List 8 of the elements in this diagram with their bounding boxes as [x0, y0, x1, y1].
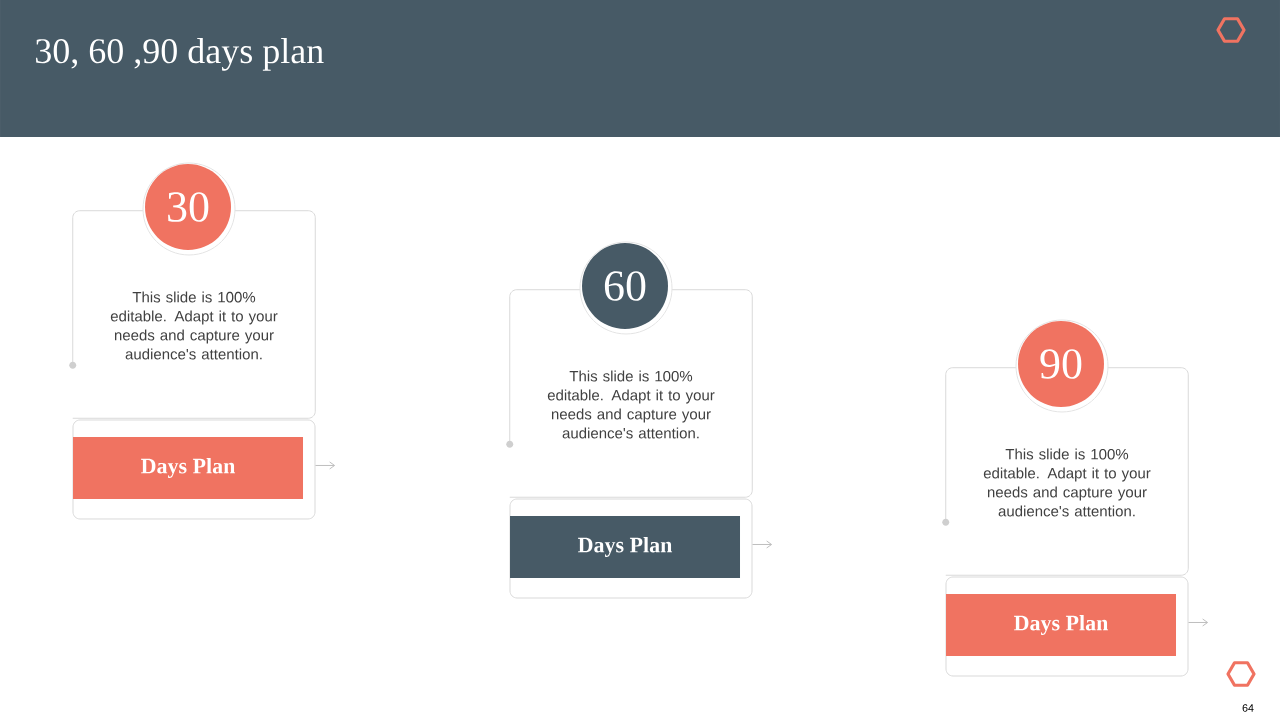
arrow — [1188, 618, 1209, 627]
banner: Days Plan — [510, 516, 740, 578]
arrow — [315, 461, 336, 470]
page-number: 64 — [1242, 704, 1254, 712]
banner: Days Plan — [73, 437, 303, 499]
arrow — [752, 540, 773, 549]
banner: Days Plan — [946, 594, 1176, 656]
slide-title: 30, 60 ,90 days plan — [36, 38, 324, 71]
